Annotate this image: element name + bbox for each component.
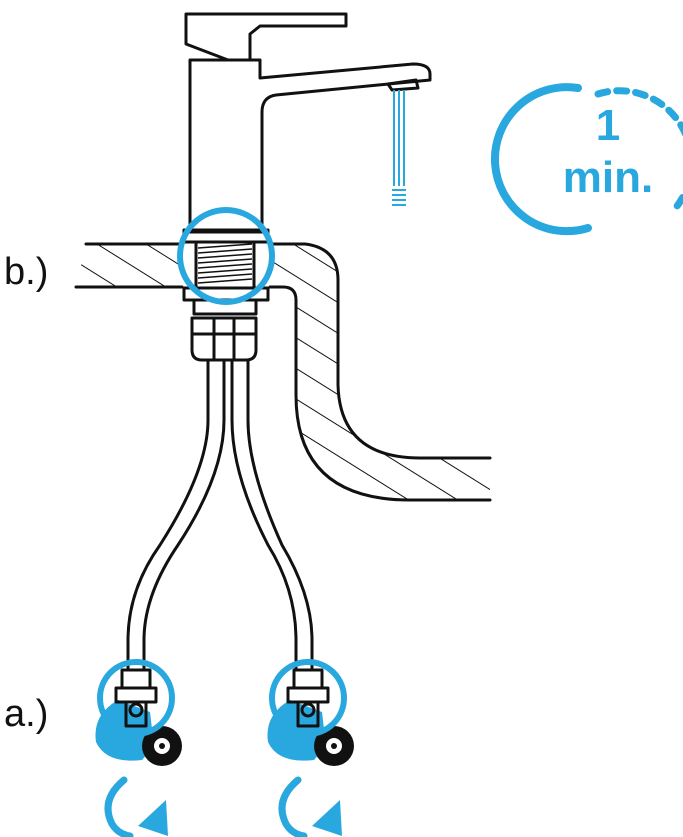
label-b: b.) [4,251,48,293]
basin-cross-section [74,242,492,502]
time-badge: 1 min. [490,83,683,236]
badge-unit: min. [563,153,653,202]
flex-hoses [126,358,314,672]
water-stream [392,90,406,206]
rotate-clockwise-arrow-icon [104,776,168,837]
rotate-clockwise-arrow-icon [278,776,342,837]
faucet [184,12,432,234]
valve-left-highlight-circle [97,659,175,737]
shank-highlight-circle [177,207,275,305]
label-a: a.) [4,693,48,735]
badge-number: 1 [596,101,620,150]
valve-right-highlight-circle [269,659,347,737]
